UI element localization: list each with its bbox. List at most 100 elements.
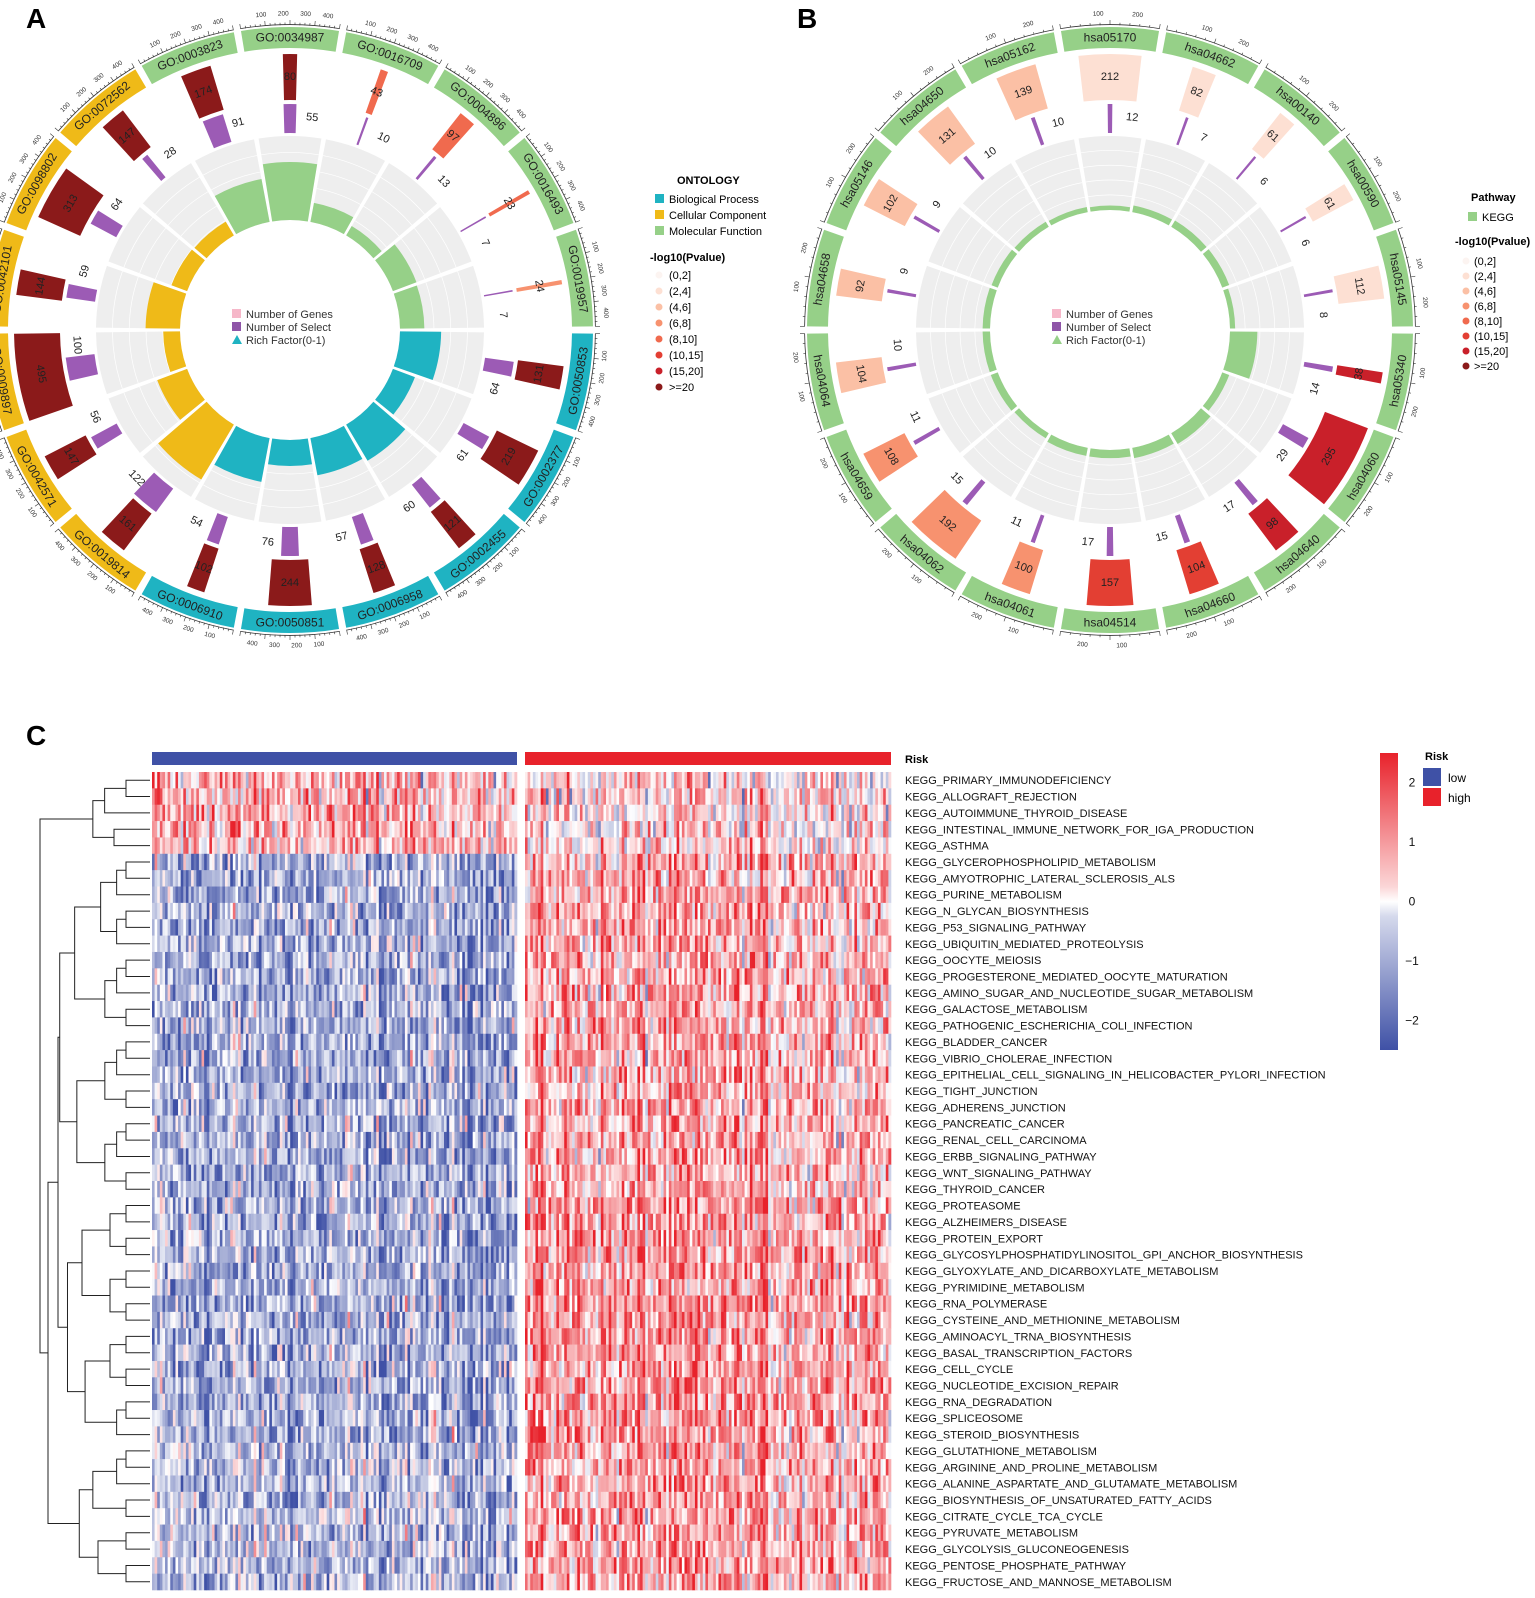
heatmap-cell: [282, 805, 285, 822]
heatmap-cell: [348, 936, 351, 953]
center-legend-label: Rich Factor(0-1): [1066, 335, 1145, 347]
heatmap-cell: [353, 985, 356, 1002]
heatmap-cell: [831, 887, 834, 904]
heatmap-cell: [852, 903, 855, 920]
heatmap-cell: [384, 772, 387, 789]
heatmap-cell: [721, 936, 724, 953]
heatmap-cell: [381, 952, 384, 969]
heatmap-cell: [771, 870, 774, 887]
heatmap-cell: [528, 772, 531, 789]
heatmap-cell: [601, 870, 604, 887]
heatmap-cell: [368, 919, 371, 936]
heatmap-cell: [687, 805, 690, 822]
heatmap-cell: [415, 968, 418, 985]
heatmap-cell: [509, 903, 512, 920]
heatmap-cell: [533, 968, 536, 985]
heatmap-cell: [186, 936, 189, 953]
heatmap-cell: [538, 854, 541, 871]
heatmap-cell: [491, 919, 494, 936]
heatmap-cell: [348, 788, 351, 805]
heatmap-cell: [750, 903, 753, 920]
heatmap-cell: [760, 968, 763, 985]
heatmap-cell: [384, 952, 387, 969]
heatmap-cell: [345, 919, 348, 936]
legend-key: [1463, 288, 1470, 295]
heatmap-cell: [454, 772, 457, 789]
heatmap-cell: [363, 788, 366, 805]
heatmap-cell: [392, 772, 395, 789]
heatmap-cell: [405, 952, 408, 969]
heatmap-cell: [504, 887, 507, 904]
heatmap-cell: [254, 854, 257, 871]
heatmap-cell: [449, 985, 452, 1002]
heatmap-cell: [170, 837, 173, 854]
heatmap-cell: [575, 837, 578, 854]
genes-label: 24: [532, 279, 546, 293]
heatmap-cell: [350, 788, 353, 805]
heatmap-cell: [183, 805, 186, 822]
heatmap-cell: [168, 903, 171, 920]
heatmap-cell: [431, 952, 434, 969]
heatmap-cell: [155, 854, 158, 871]
heatmap-cell: [643, 968, 646, 985]
heatmap-cell: [447, 985, 450, 1002]
heatmap-cell: [366, 903, 369, 920]
heatmap-cell: [155, 837, 158, 854]
heatmap-cell: [397, 837, 400, 854]
heatmap-cell: [483, 887, 486, 904]
heatmap-cell: [381, 887, 384, 904]
heatmap-cell: [611, 919, 614, 936]
heatmap-cell: [162, 903, 165, 920]
heatmap-cell: [418, 903, 421, 920]
heatmap-cell: [530, 968, 533, 985]
heatmap-cell: [178, 985, 181, 1002]
heatmap-cell: [705, 936, 708, 953]
select-bar: [284, 104, 297, 133]
heatmap-cell: [551, 968, 554, 985]
heatmap-cell: [345, 772, 348, 789]
heatmap-cell: [202, 788, 205, 805]
heatmap-cell: [828, 805, 831, 822]
heatmap-cell: [841, 952, 844, 969]
heatmap-cell: [460, 919, 463, 936]
heatmap-cell: [533, 821, 536, 838]
heatmap-cell: [525, 788, 528, 805]
heatmap-cell: [191, 903, 194, 920]
heatmap-cell: [590, 805, 593, 822]
heatmap-cell: [695, 903, 698, 920]
scale-tick-label: 400: [587, 415, 597, 428]
heatmap-cell: [627, 772, 630, 789]
heatmap-cell: [802, 772, 805, 789]
heatmap-cell: [441, 968, 444, 985]
heatmap-cell: [439, 772, 442, 789]
heatmap-cell: [854, 952, 857, 969]
heatmap-cell: [729, 936, 732, 953]
heatmap-cell: [852, 919, 855, 936]
heatmap-cell: [860, 870, 863, 887]
scale-tick-label: 100: [26, 506, 38, 519]
heatmap-cell: [805, 903, 808, 920]
heatmap-cell: [189, 936, 192, 953]
heatmap-cell: [462, 805, 465, 822]
heatmap-cell: [209, 919, 212, 936]
select-bar: [1107, 527, 1114, 556]
heatmap-cell: [865, 837, 868, 854]
heatmap-cell: [175, 854, 178, 871]
heatmap-cell: [428, 805, 431, 822]
heatmap-cell: [209, 968, 212, 985]
legend-label: (2,4]: [669, 286, 691, 298]
heatmap-cell: [431, 772, 434, 789]
heatmap-cell: [337, 919, 340, 936]
heatmap-cell: [447, 887, 450, 904]
heatmap-cell: [679, 903, 682, 920]
heatmap-cell: [732, 805, 735, 822]
heatmap-cell: [857, 837, 860, 854]
heatmap-cell: [189, 805, 192, 822]
heatmap-cell: [588, 887, 591, 904]
heatmap-cell: [298, 870, 301, 887]
heatmap-cell: [737, 887, 740, 904]
heatmap-cell: [155, 887, 158, 904]
heatmap-cell: [243, 788, 246, 805]
heatmap-cell: [883, 952, 886, 969]
heatmap-cell: [348, 985, 351, 1002]
